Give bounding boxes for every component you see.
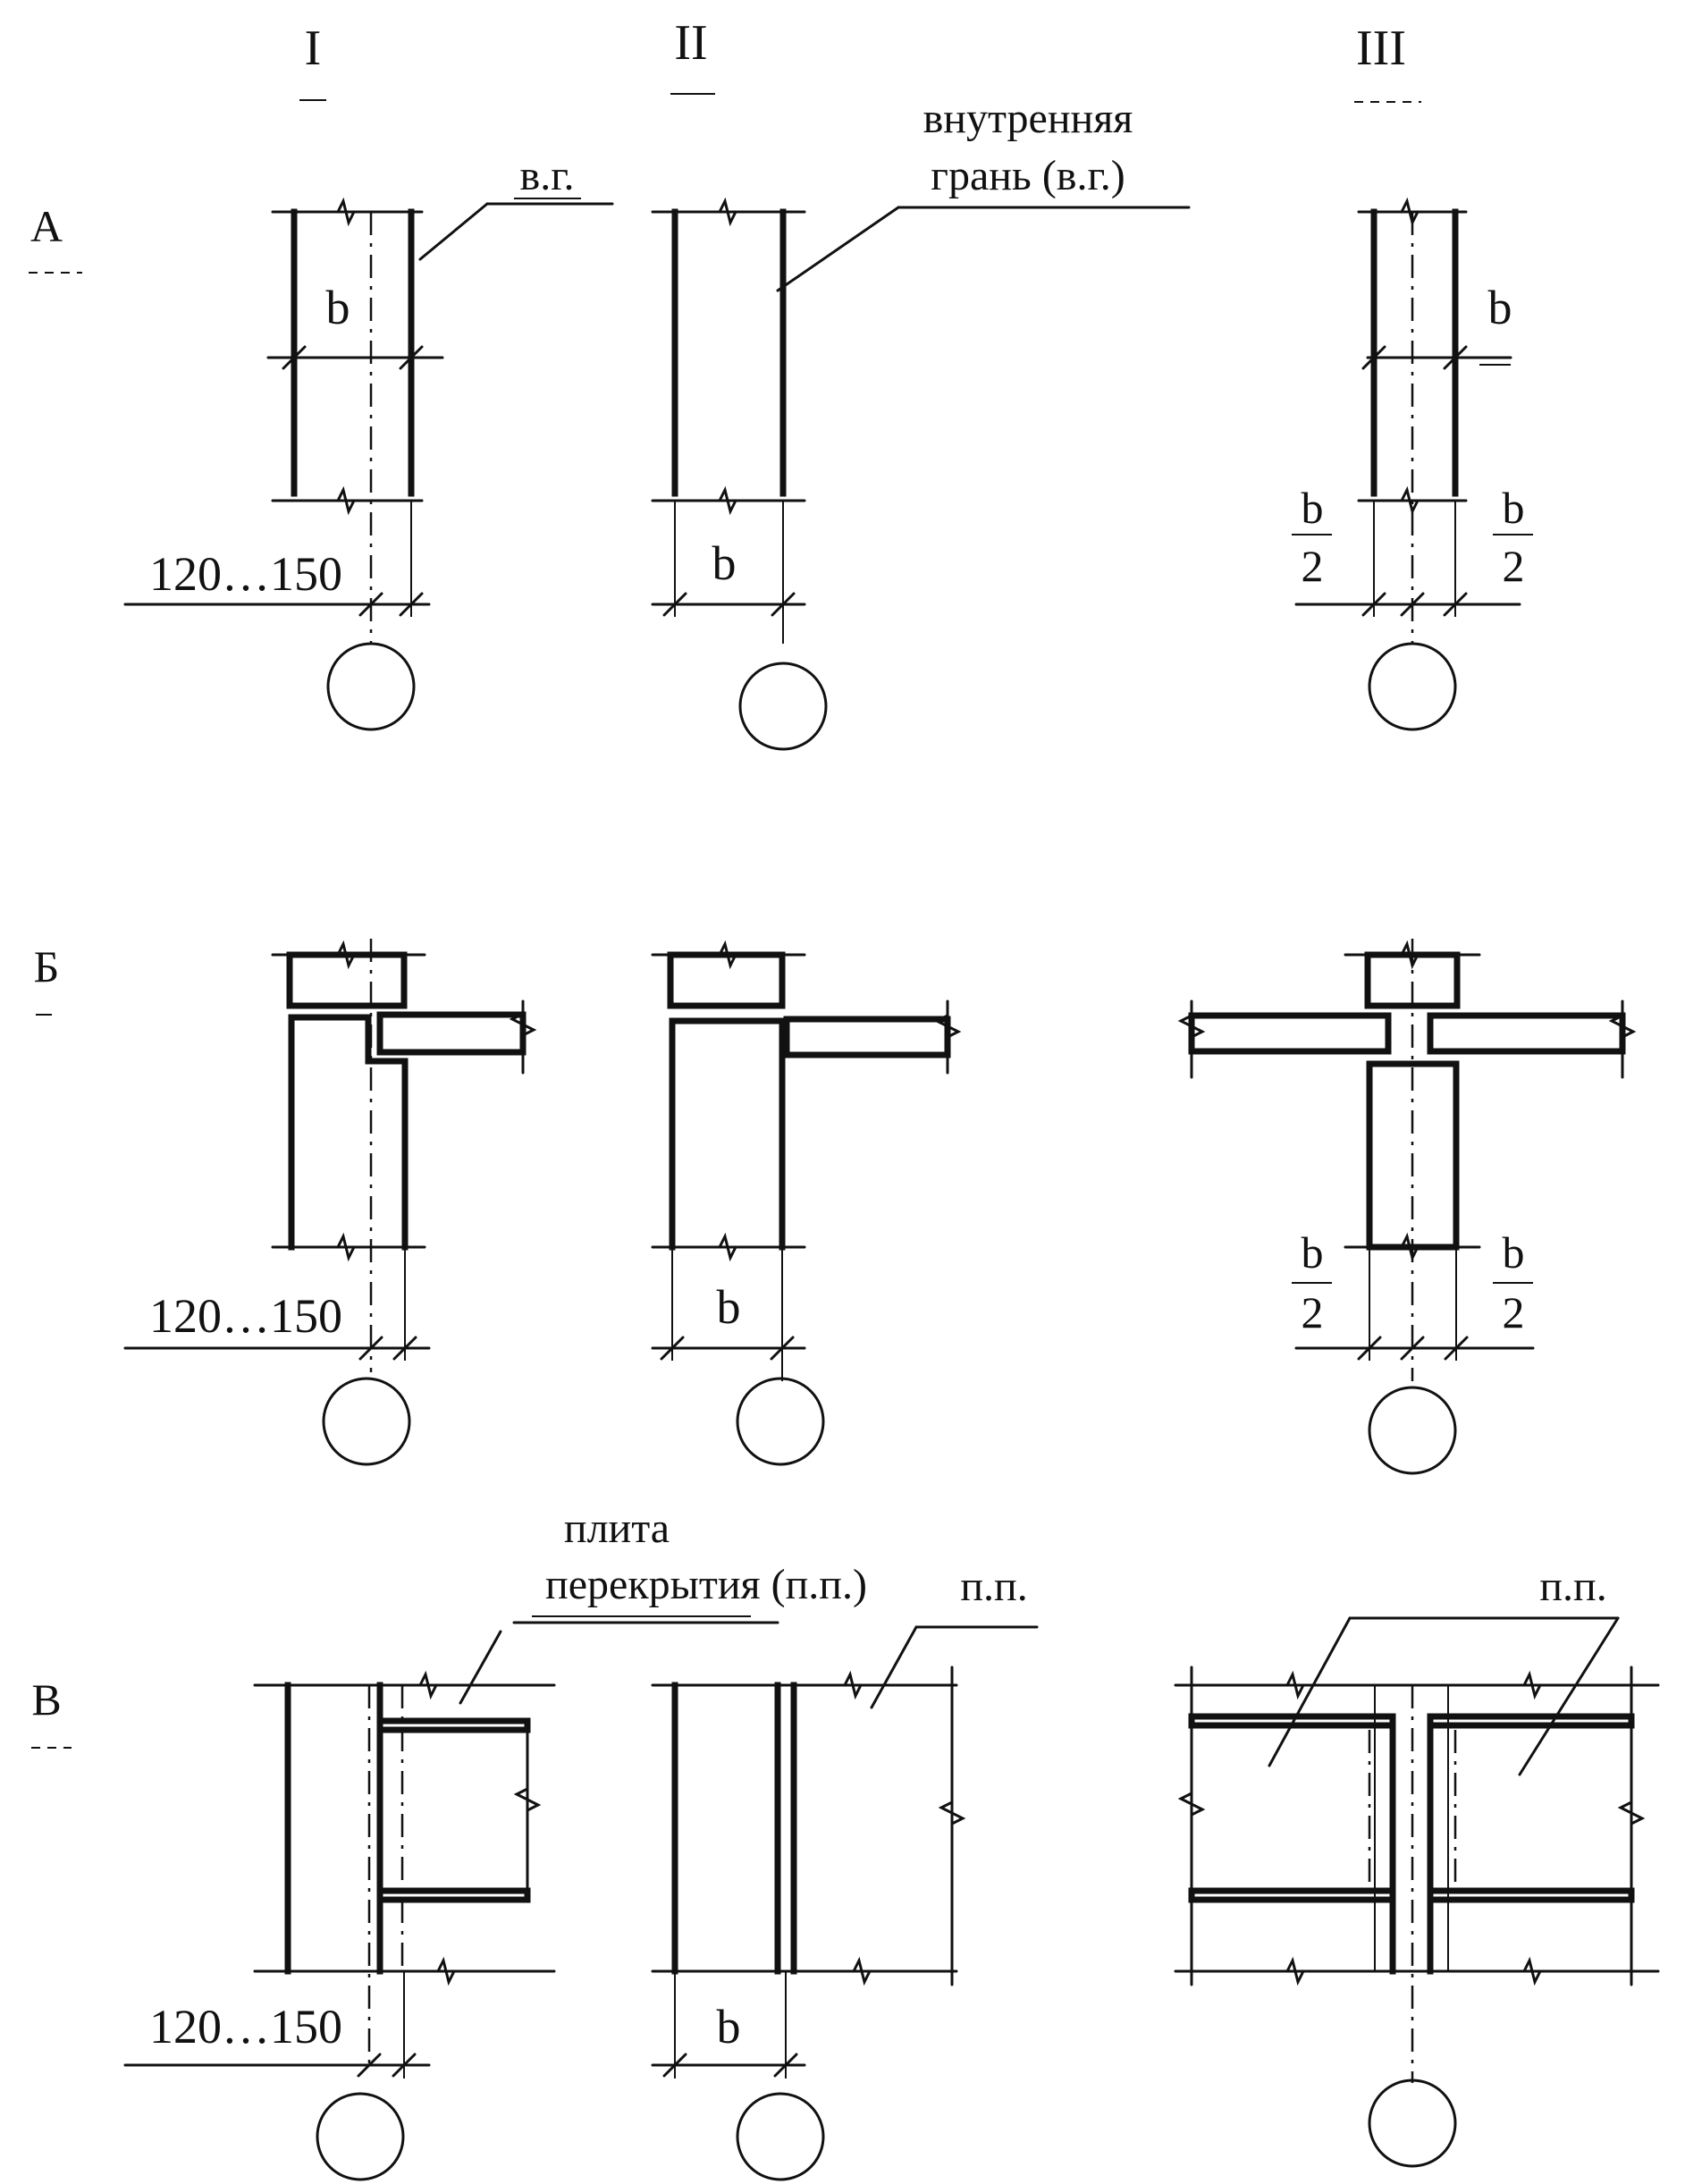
frac-den-a-iii-left: 2 [1302, 541, 1324, 591]
dim-b-v-ii: b [717, 2000, 741, 2053]
diagram-a-i [123, 197, 614, 731]
label-pp-short-middle: п.п. [960, 1563, 1027, 1610]
column-label-iii: III [1356, 21, 1406, 76]
diagram-v-ii [651, 1625, 1039, 2181]
dim-offset-b-i: 120…150 [149, 1289, 342, 1343]
dim-offset-a-i: 120…150 [149, 547, 342, 601]
label-inner-face-line1: внутренняя [923, 95, 1133, 142]
frac-num-b-iii-right: b [1503, 1227, 1525, 1278]
frac-num-b-iii-left: b [1302, 1227, 1324, 1278]
label-slab-line2: перекрытия (п.п.) [545, 1561, 867, 1608]
diagram-b-i [123, 939, 537, 1466]
column-label-ii: II [674, 15, 707, 71]
label-vg-short: в.г. [520, 152, 575, 199]
row-label-a: А [30, 201, 63, 251]
label-pp-short-right: п.п. [1539, 1563, 1606, 1610]
dim-b-a-ii: b [712, 536, 737, 590]
dim-b-b-ii: b [717, 1280, 741, 1334]
label-slab-line1: плита [564, 1505, 670, 1552]
diagram-v-i [123, 1630, 556, 2181]
row-label-b: Б [34, 941, 60, 991]
label-inner-face-line2: грань (в.г.) [931, 152, 1125, 199]
frac-den-b-iii-left: 2 [1302, 1287, 1324, 1337]
frac-num-a-iii-left: b [1302, 483, 1324, 533]
diagram-v-iii [1174, 1616, 1660, 2168]
frac-num-a-iii-right: b [1503, 483, 1525, 533]
dim-b-a-iii: b [1488, 281, 1512, 334]
frac-den-a-iii-right: 2 [1503, 541, 1525, 591]
dim-b-a-i: b [326, 281, 350, 334]
diagram-a-iii [1292, 197, 1533, 731]
column-label-i: I [305, 21, 322, 76]
diagram-a-ii [651, 197, 1191, 751]
diagram-b-ii [651, 940, 962, 1466]
row-label-v: В [31, 1674, 61, 1724]
frac-den-b-iii-right: 2 [1503, 1287, 1525, 1337]
diagram-b-iii [1177, 939, 1637, 1475]
dim-offset-v-i: 120…150 [149, 2000, 342, 2053]
